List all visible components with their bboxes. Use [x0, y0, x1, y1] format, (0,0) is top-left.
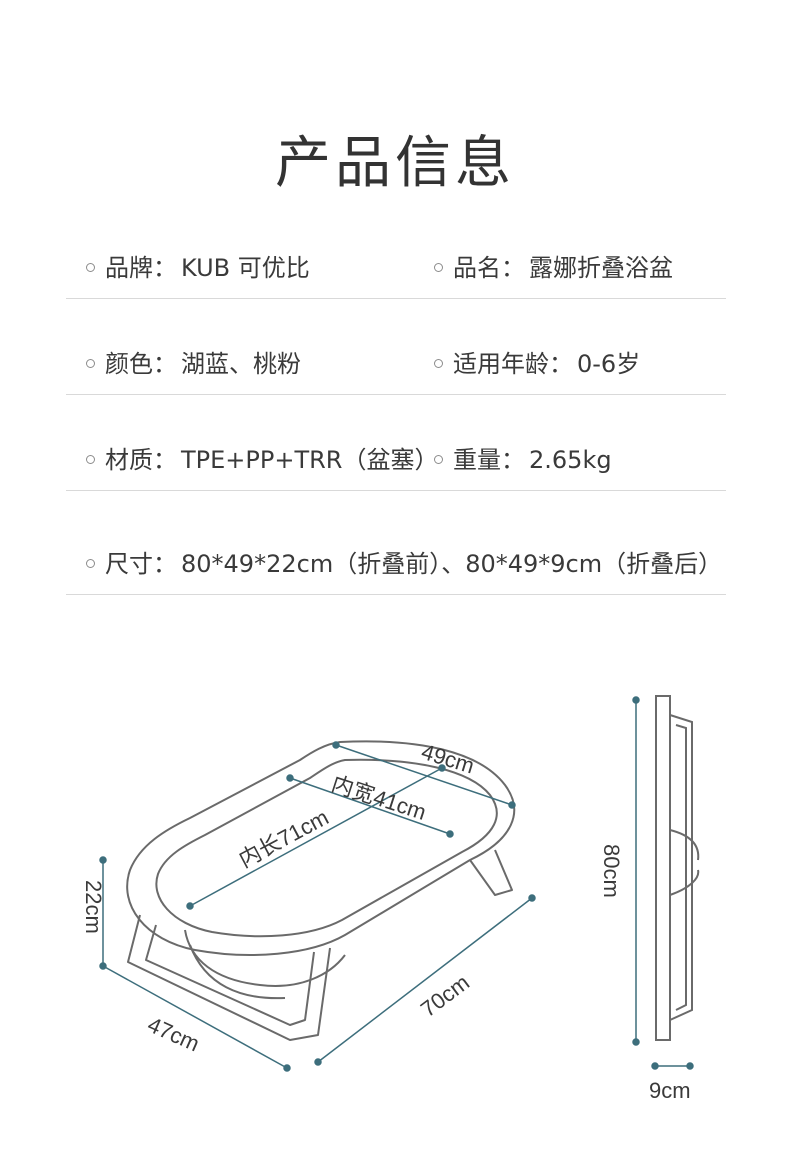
color-item: 颜色：湖蓝、桃粉 [86, 334, 301, 394]
weight-value: 2.65kg [529, 446, 612, 474]
bullet-icon [434, 358, 443, 368]
bullet-icon [86, 454, 95, 464]
brand-value: KUB 可优比 [181, 254, 310, 282]
dim-folded-length: 80cm [599, 844, 624, 898]
bathtub-illustration [126, 740, 516, 1041]
product-name-item: 品名：露娜折叠浴盆 [434, 238, 673, 298]
age-value: 0-6岁 [577, 350, 641, 378]
page-title: 产品信息 [275, 131, 515, 196]
age-label: 适用年龄： [453, 350, 573, 378]
folded-tub-illustration [655, 695, 700, 1041]
age-item: 适用年龄：0-6岁 [434, 334, 640, 394]
size-item: 尺寸：80*49*22cm（折叠前）、80*49*9cm（折叠后） [86, 534, 722, 594]
material-item: 材质：TPE+PP+TRR（盆塞） [86, 430, 438, 490]
dim-length: 70cm [416, 970, 474, 1022]
material-value: TPE+PP+TRR（盆塞） [181, 446, 439, 474]
size-label: 尺寸： [105, 550, 177, 578]
dim-depth: 47cm [144, 1012, 203, 1057]
dim-height: 22cm [81, 880, 106, 934]
brand-item: 品牌：KUB 可优比 [86, 238, 310, 298]
product-name-value: 露娜折叠浴盆 [529, 254, 673, 282]
product-name-label: 品名： [453, 254, 525, 282]
bullet-icon [86, 358, 95, 368]
info-row-3: 材质：TPE+PP+TRR（盆塞） 重量：2.65kg [66, 430, 726, 491]
bullet-icon [434, 454, 443, 464]
bullet-icon [434, 262, 443, 272]
dim-folded-thickness: 9cm [649, 1078, 691, 1103]
info-row-1: 品牌：KUB 可优比 品名：露娜折叠浴盆 [66, 238, 726, 299]
size-value: 80*49*22cm（折叠前）、80*49*9cm（折叠后） [181, 550, 723, 578]
color-label: 颜色： [105, 350, 177, 378]
brand-label: 品牌： [105, 254, 177, 282]
weight-label: 重量： [453, 446, 525, 474]
color-value: 湖蓝、桃粉 [181, 350, 301, 378]
dim-inner-width: 内宽41cm [328, 771, 429, 825]
dim-width-top: 49cm [419, 739, 478, 779]
bullet-icon [86, 558, 95, 568]
dim-inner-length: 内长71cm [235, 804, 333, 872]
weight-item: 重量：2.65kg [434, 430, 612, 490]
material-label: 材质： [105, 446, 177, 474]
dimension-lines [99, 696, 694, 1072]
info-row-4: 尺寸：80*49*22cm（折叠前）、80*49*9cm（折叠后） [66, 534, 726, 595]
bullet-icon [86, 262, 95, 272]
info-row-2: 颜色：湖蓝、桃粉 适用年龄：0-6岁 [66, 334, 726, 395]
